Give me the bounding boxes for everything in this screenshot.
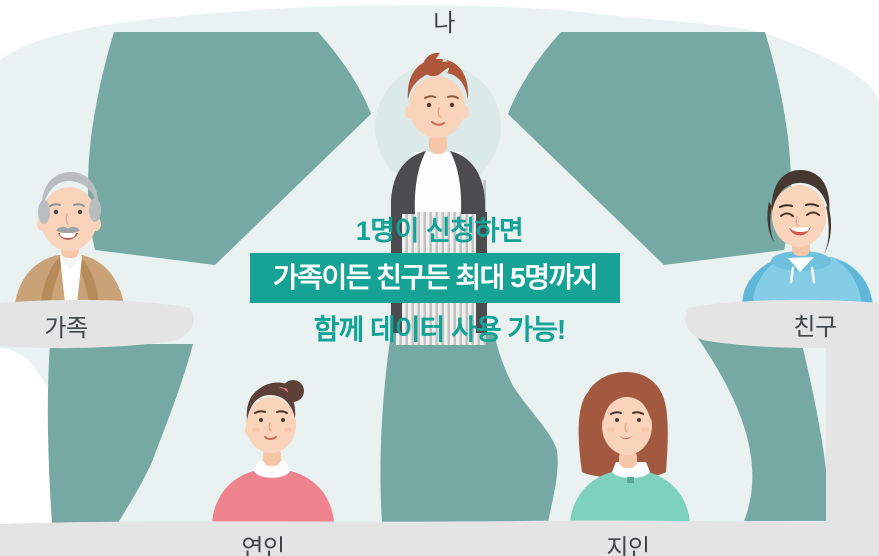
right-edge-gray-panel (826, 346, 879, 556)
band-lower-left (47, 344, 194, 523)
acquaintance-label: 지인 (606, 535, 650, 556)
label-ribbons (0, 299, 879, 556)
lover-label: 연인 (241, 535, 285, 556)
band-upper-right (508, 32, 791, 265)
family-label-ribbon (0, 299, 194, 349)
band-lower-right (697, 337, 826, 521)
radiating-bands (47, 32, 826, 523)
headline-banner: 가족이든 친구든 최대 5명까지 (250, 253, 620, 303)
headline-line-1: 1명이 신청하면 (355, 216, 524, 246)
bottom-label-strip (0, 520, 879, 556)
friend-label-ribbon (685, 299, 879, 349)
friend-label: 친구 (793, 314, 837, 341)
band-center-trunk (380, 333, 558, 523)
family-avatar-illustration (14, 172, 125, 312)
me-label: 나 (433, 10, 455, 37)
friend-avatar-illustration (741, 170, 874, 312)
lover-avatar-illustration (212, 380, 334, 523)
acquaintance-avatar-illustration (570, 372, 690, 523)
band-upper-left (88, 32, 372, 265)
headline-line-3: 함께 데이터 사용 가능! (313, 314, 567, 345)
family-label: 가족 (44, 315, 88, 342)
